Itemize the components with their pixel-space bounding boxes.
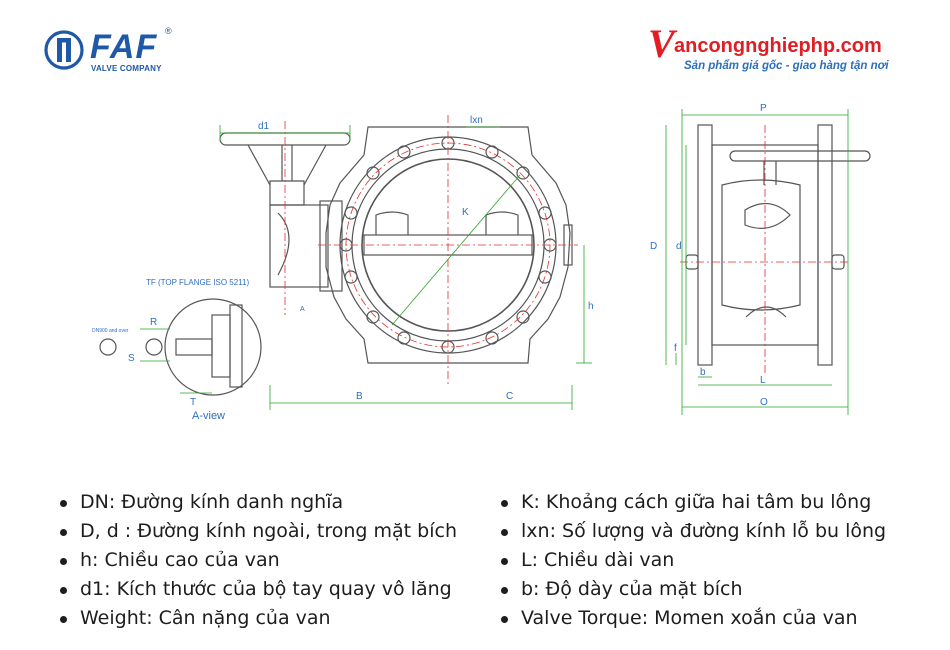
legend-item: h: Chiều cao của van bbox=[58, 546, 457, 575]
dim-l: L bbox=[760, 375, 766, 386]
faf-logo: FAF ® VALVE COMPANY bbox=[44, 26, 184, 78]
dim-o: O bbox=[760, 397, 768, 408]
legend-item: Valve Torque: Momen xoắn của van bbox=[499, 604, 886, 633]
side-handwheel bbox=[729, 150, 871, 162]
legend-item: b: Độ dày của mặt bích bbox=[499, 575, 886, 604]
site-domain: ancongnghiephp.com bbox=[674, 35, 882, 57]
legend-item: L: Chiều dài van bbox=[499, 546, 886, 575]
brand-name: FAF bbox=[90, 28, 158, 66]
valve-technical-drawing: d1 lxn K TF (TOP FLANGE ISO 5211) A h B … bbox=[92, 103, 871, 422]
legend-item: DN: Đường kính danh nghĩa bbox=[58, 488, 457, 517]
dim-a: A bbox=[300, 306, 305, 313]
dim-d-outer: D bbox=[650, 241, 657, 252]
dim-b: B bbox=[356, 391, 363, 402]
dim-tf: TF (TOP FLANGE ISO 5211) bbox=[146, 278, 249, 287]
flange-outline bbox=[325, 126, 571, 364]
registered-mark: ® bbox=[165, 26, 172, 36]
dim-t: T bbox=[190, 397, 196, 408]
legend-item: K: Khoảng cách giữa hai tâm bu lông bbox=[499, 488, 886, 517]
site-initial: V bbox=[648, 21, 675, 66]
a-view-circle bbox=[164, 298, 262, 396]
disc-lug-left bbox=[375, 211, 409, 235]
site-tagline: Sản phẩm giá gốc - giao hàng tận nơi bbox=[684, 60, 889, 72]
dim-k: K bbox=[462, 207, 469, 218]
dim-r: R bbox=[150, 317, 157, 328]
dim-h: h bbox=[588, 301, 594, 312]
site-logo: V ancongnghiephp.com Sản phẩm giá gốc - … bbox=[640, 24, 910, 78]
faf-emblem-icon bbox=[44, 30, 84, 70]
legend-right: K: Khoảng cách giữa hai tâm bu lông lxn:… bbox=[499, 488, 886, 633]
dim-dn-note: DN900 and over bbox=[92, 328, 129, 334]
dim-p: P bbox=[760, 103, 767, 114]
dim-c: C bbox=[506, 391, 513, 402]
side-body bbox=[721, 179, 801, 311]
brand-subtitle: VALVE COMPANY bbox=[91, 64, 162, 73]
dim-d-inner: d bbox=[676, 241, 682, 252]
dim-s: S bbox=[128, 353, 135, 364]
a-view-label: A-view bbox=[192, 410, 225, 422]
legend-item: Weight: Cân nặng của van bbox=[58, 604, 457, 633]
dim-b-side: b bbox=[700, 367, 706, 378]
legend-item: D, d : Đường kính ngoài, trong mặt bích bbox=[58, 517, 457, 546]
legend-left: DN: Đường kính danh nghĩa D, d : Đường k… bbox=[58, 488, 457, 633]
legend-item: lxn: Số lượng và đường kính lỗ bu lông bbox=[499, 517, 886, 546]
side-flange-left bbox=[697, 124, 713, 366]
disc-lug-right bbox=[485, 211, 519, 235]
legend-item: d1: Kích thước của bộ tay quay vô lăng bbox=[58, 575, 457, 604]
dim-f: f bbox=[674, 343, 677, 354]
dim-d1: d1 bbox=[258, 121, 270, 132]
dim-lxn: lxn bbox=[470, 115, 483, 126]
